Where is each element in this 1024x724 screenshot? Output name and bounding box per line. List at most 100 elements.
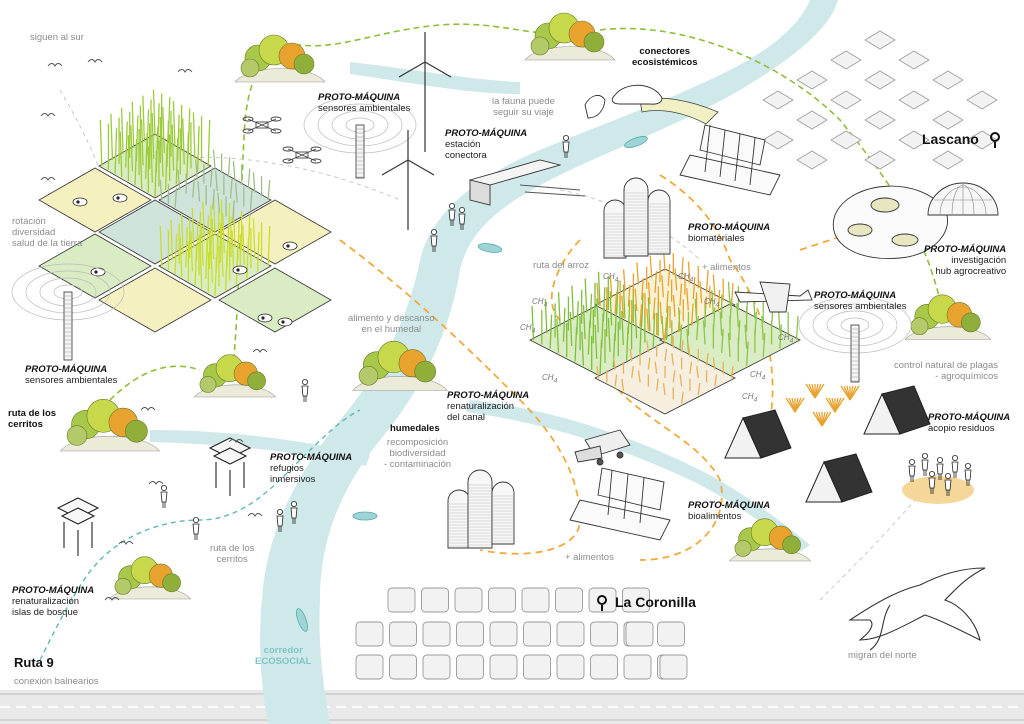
grass-blade [207,119,211,167]
block-tile [590,621,618,647]
grass-blade [795,315,799,341]
block-tile [489,621,518,647]
place-lascano: Lascano [922,131,979,147]
note-recomposicion: recomposición biodiversidad - contaminac… [384,437,451,470]
block-tile [454,587,483,613]
drone-arm [287,154,303,162]
grass-blade [696,315,699,341]
person-body [160,491,168,503]
grass-blade [110,113,114,160]
grass-blade [130,125,134,172]
wind-turbine-icon [381,32,452,230]
route-ruta9: Ruta 9 [14,655,54,670]
note-conectores: conectores ecosistémicos [632,46,697,68]
grass-blade [159,179,163,201]
grass-blade [596,365,600,379]
location-pin-icon [597,595,607,611]
ch4-sub: 4 [715,301,720,309]
grass-blade [151,113,155,160]
note-humedales: humedales [390,423,440,434]
label-sensores-top: PROTO-MÁQUINA sensores ambientales [318,92,410,114]
grass-blade [211,219,215,260]
note-rotacion: rotación diversidad salud de la tierra [12,216,82,249]
rotation-fields [38,89,332,333]
cow-icon [232,265,248,275]
grass-blade [562,307,566,342]
label-estacion-1: estación [445,139,481,150]
grass-blade [664,348,668,361]
ch4-sub: 4 [753,396,758,404]
note-ruta-cerritos-1: ruta de los [210,543,255,554]
note-fauna-1: la fauna puede [492,96,555,107]
ch4-text: CH [532,297,544,306]
grass-blade [582,305,586,340]
greenhouse-bioalimentos [569,467,671,541]
grass-blade [256,232,260,273]
grass-blade [194,244,198,286]
tree-canopy [114,578,132,595]
note-alimento-2: en el humedal [361,324,422,335]
grass-blade [197,181,201,202]
drone-rotor [242,116,254,122]
field-plot [38,233,152,299]
note-control: control natural de plagas - agroquímicos [894,360,998,382]
label-biomateriales-text: biomateriales [688,233,745,244]
cow-icon [72,197,88,207]
grass-blade [199,248,203,289]
grass-blade [164,144,168,191]
grass-blade [186,132,190,179]
tree-canopy [583,31,605,53]
tree-canopy [240,58,260,78]
drone-arm [261,124,277,132]
person-body [944,479,952,491]
drone-arm [261,118,277,126]
bird-shape [252,349,268,353]
note-fauna-2: seguir su viaje [493,107,554,118]
person-body [908,465,916,477]
drone-rotor [310,146,322,152]
person-head [301,378,308,385]
ch4-label: CH4 [750,370,765,382]
person-body [276,515,284,527]
grass-blade [662,383,666,396]
route-teal [39,409,361,661]
grass-blade [647,297,651,332]
grass-blade [556,318,560,353]
grass-blade [235,182,238,203]
grass-blade [202,201,206,242]
person-body [301,385,309,397]
person-head [965,462,972,469]
grass-blade [609,276,613,299]
place-la-coronilla: La Coronilla [615,594,696,610]
bird-shape [40,177,56,181]
block-tile [521,587,550,613]
refuge-deck [60,507,96,525]
person-head [276,508,283,515]
grass-blade [599,340,603,375]
label-investigacion-1: investigación [951,255,1007,266]
grass-blade [677,307,681,332]
label-acopio-text: acopio residuos [928,423,995,434]
grass-blade [227,157,231,178]
bird-shape [148,481,164,485]
grass-blade [170,219,174,260]
grass-blade [625,326,629,361]
note-alimento: alimento y descanso en el humedal [348,313,435,335]
grass-blade [637,370,641,383]
cow-icon [257,313,273,323]
sensor-pole [355,124,365,179]
bird-shape [140,407,156,411]
field-plot [218,199,332,265]
grass-blade [596,298,599,333]
grass-blade [587,320,591,355]
cow-spot [236,268,240,272]
note-siguen-al-sur: siguen al sur [30,32,84,43]
grass-blade [145,132,148,179]
label-renat-islas-1: renaturalización [12,596,80,607]
tree-islands [59,12,992,600]
person-head [563,134,570,141]
tree-canopy [247,371,266,391]
tree-canopy [358,366,379,386]
block-tile [796,70,828,90]
grass-blade [661,315,665,341]
